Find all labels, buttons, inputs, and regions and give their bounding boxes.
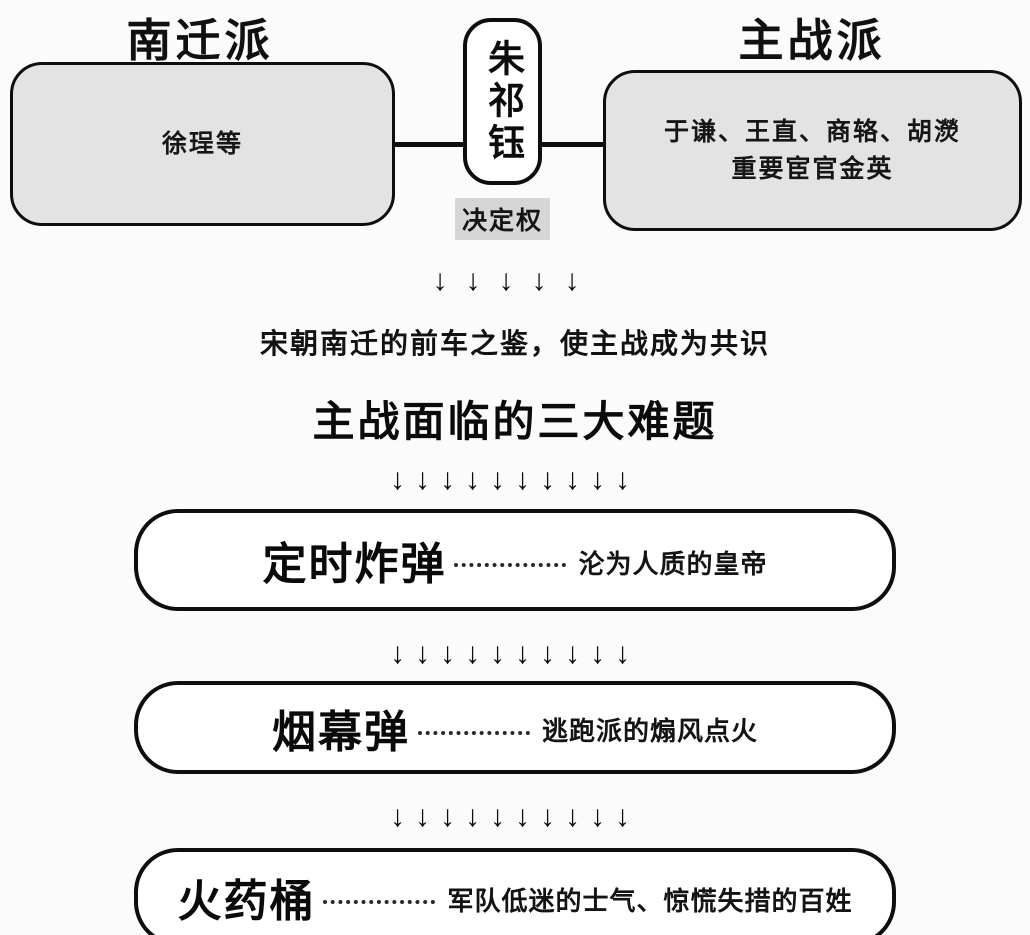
factions-section: 南迁派 徐珵等 朱祁钰 决定权 主战派 于谦、王直、商辂、胡濙 重要宦官金英	[0, 0, 1030, 240]
right-faction-title: 主战派	[738, 15, 886, 66]
dotted-leader	[454, 563, 567, 567]
problem-description: 逃跑派的煽风点火	[541, 716, 758, 746]
left-faction-box: 徐珵等	[10, 62, 395, 226]
problem-title: 烟幕弹	[271, 707, 410, 757]
problem-title: 定时炸弹	[262, 540, 447, 589]
problem-description: 沦为人质的皇帝	[578, 548, 768, 579]
problems-heading: 主战面临的三大难题	[312, 398, 718, 445]
down-arrows-row-1: ↓↓↓↓↓	[432, 264, 598, 297]
down-arrows-row-2: ↓↓↓↓↓↓↓↓↓↓	[390, 463, 640, 496]
flow-section: ↓↓↓↓↓ 宋朝南迁的前车之鉴，使主战成为共识 主战面临的三大难题 ↓↓↓↓↓↓…	[0, 240, 1030, 935]
right-faction-members-line1: 于谦、王直、商辂、胡濙	[663, 118, 961, 147]
right-faction-members-line2: 重要宦官金英	[731, 154, 894, 183]
emperor-box: 朱祁钰	[463, 18, 542, 185]
problem-description: 军队低迷的士气、惊慌失措的百姓	[447, 885, 853, 916]
right-faction-box: 于谦、王直、商辂、胡濙 重要宦官金英	[603, 70, 1022, 231]
consensus-text: 宋朝南迁的前车之鉴，使主战成为共识	[259, 328, 770, 359]
problem-box-powder-keg: 火药桶 军队低迷的士气、惊慌失措的百姓	[134, 848, 896, 935]
problem-box-smoke-screen: 烟幕弹 逃跑派的煽风点火	[134, 681, 896, 774]
emperor-name: 朱祁钰	[482, 38, 524, 165]
decision-power-label: 决定权	[455, 198, 551, 240]
problem-box-time-bomb: 定时炸弹 沦为人质的皇帝	[134, 509, 896, 611]
left-faction-members: 徐珵等	[161, 129, 243, 158]
dotted-leader	[417, 730, 530, 735]
left-faction-title: 南迁派	[126, 15, 274, 66]
down-arrows-row-4: ↓↓↓↓↓↓↓↓↓↓	[390, 800, 640, 833]
dotted-leader	[323, 900, 436, 904]
problem-title: 火药桶	[177, 877, 316, 926]
connector-line-left	[393, 142, 464, 147]
down-arrows-row-3: ↓↓↓↓↓↓↓↓↓↓	[390, 637, 640, 670]
connector-line-right	[540, 142, 604, 147]
